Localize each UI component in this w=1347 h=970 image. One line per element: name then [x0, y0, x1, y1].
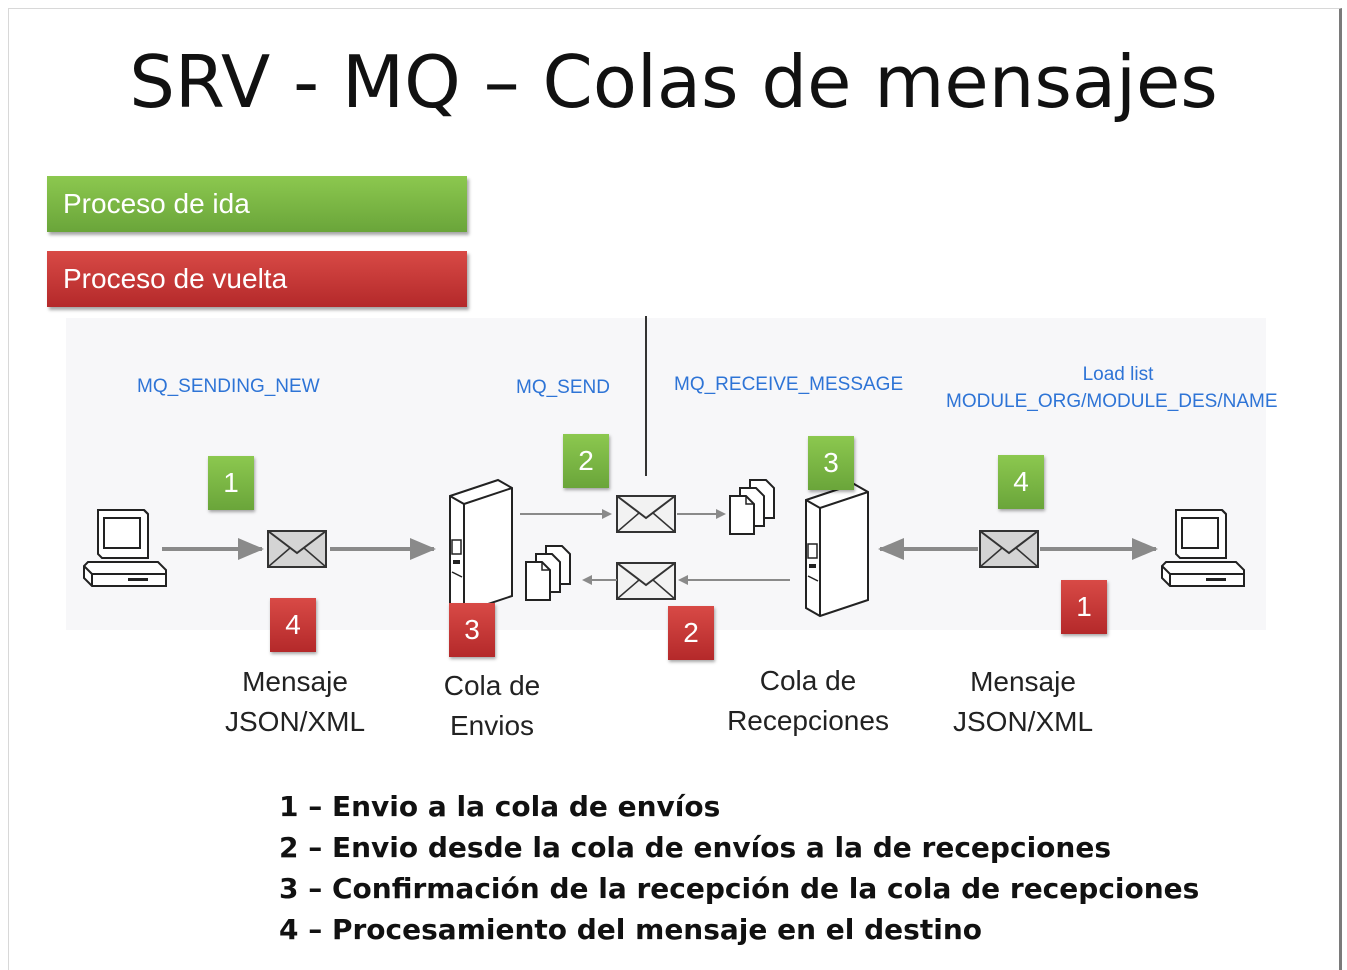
computer-icon-left	[83, 509, 167, 587]
documents-icon-receive	[729, 479, 775, 535]
badge-return-1: 1	[1061, 580, 1107, 634]
step-item: 1 – Envio a la cola de envíos	[279, 790, 721, 823]
caption-message-right-line2: JSON/XML	[952, 706, 1094, 737]
step-item: 3 – Confirmación de la recepción de la c…	[279, 872, 1200, 905]
badge-forward-1: 1	[208, 456, 254, 510]
badge-forward-2: 2	[563, 434, 609, 488]
function-label-sending-new: MQ_SENDING_NEW	[137, 376, 320, 397]
caption-send-queue-line1: Cola de	[443, 670, 541, 701]
documents-icon-send	[525, 545, 571, 601]
badge-forward-4: 4	[998, 455, 1044, 509]
step-item: 4 – Procesamiento del mensaje en el dest…	[279, 913, 982, 946]
function-label-module-path: MODULE_ORG/MODULE_DES/NAME	[946, 391, 1278, 412]
caption-receive-queue-line1: Cola de	[759, 665, 857, 696]
caption-message-right-line1: Mensaje	[970, 666, 1076, 697]
server-icon-receive-queue	[805, 483, 869, 617]
legend-return-process: Proceso de vuelta	[47, 251, 467, 307]
caption-message-left-line1: Mensaje	[242, 666, 348, 697]
caption-message-left: Mensaje JSON/XML	[225, 662, 365, 742]
computer-icon-right	[1161, 509, 1245, 587]
envelope-icon-return	[616, 562, 676, 600]
legend-forward-process: Proceso de ida	[47, 176, 467, 232]
badge-return-2: 2	[668, 606, 714, 660]
slide-title: SRV - MQ – Colas de mensajes	[129, 40, 1218, 124]
badge-return-3: 3	[449, 603, 495, 657]
badge-return-4: 4	[270, 598, 316, 652]
steps-list: 1 – Envio a la cola de envíos 2 – Envio …	[279, 786, 1199, 950]
function-label-send: MQ_SEND	[516, 377, 610, 398]
function-label-load-list: Load list	[1082, 364, 1154, 385]
envelope-icon-left	[267, 530, 327, 568]
envelope-icon-send	[616, 495, 676, 533]
caption-message-right: Mensaje JSON/XML	[953, 662, 1093, 742]
function-label-receive: MQ_RECEIVE_MESSAGE	[674, 374, 904, 395]
server-icon-send-queue	[449, 479, 513, 613]
caption-send-queue: Cola de Envios	[444, 666, 541, 746]
badge-forward-3: 3	[808, 436, 854, 490]
caption-message-left-line2: JSON/XML	[224, 706, 366, 737]
step-item: 2 – Envio desde la cola de envíos a la d…	[279, 831, 1111, 864]
caption-receive-queue-line2: Recepciones	[727, 705, 889, 736]
divider-line	[645, 316, 647, 476]
caption-receive-queue: Cola de Recepciones	[727, 661, 889, 741]
envelope-icon-right	[979, 530, 1039, 568]
caption-send-queue-line2: Envios	[449, 710, 535, 741]
